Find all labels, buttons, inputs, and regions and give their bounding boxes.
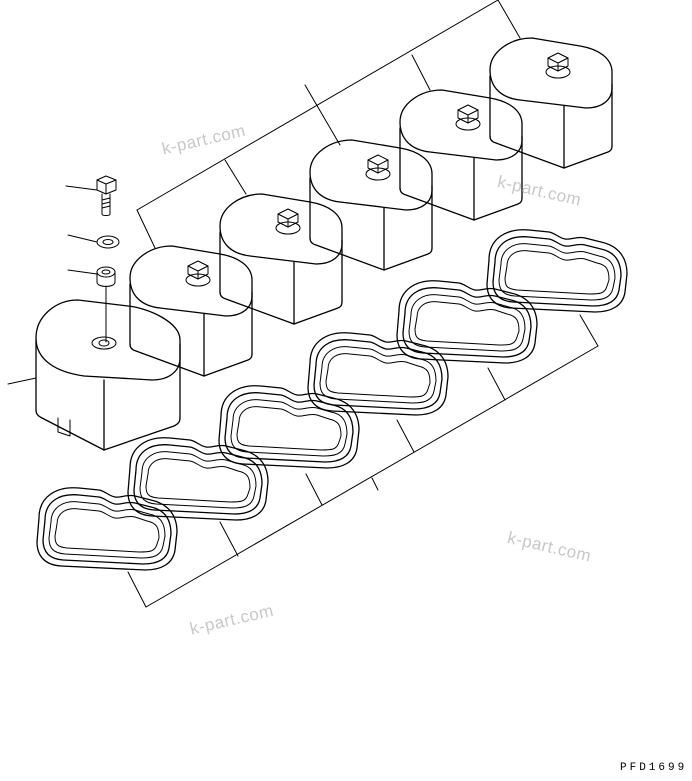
gasket-1: [36, 487, 178, 571]
gasket-2: [127, 437, 269, 521]
gasket-3: [218, 385, 360, 469]
fastener-leaders: [7, 185, 98, 385]
gasket-leader-bracket: [127, 314, 599, 608]
cover-leader-bracket: [136, 0, 521, 249]
cover-5: [399, 89, 523, 221]
drawing-code: PFD1699: [620, 762, 688, 774]
washer: [96, 235, 120, 249]
cover-1: [35, 299, 181, 451]
cover-3: [219, 193, 343, 325]
bolt: [96, 175, 117, 216]
gasket-4: [307, 332, 449, 416]
cover-4: [309, 139, 433, 271]
grommet: [96, 266, 116, 287]
cover-6: [489, 37, 613, 169]
